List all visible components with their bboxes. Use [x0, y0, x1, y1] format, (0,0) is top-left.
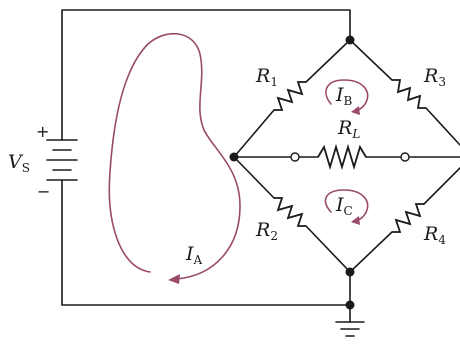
- resistor-r1-symbol: [274, 81, 306, 111]
- bridge-arm-r3: [349, 39, 460, 146]
- loop-c-path: [324, 189, 369, 222]
- node-top: [345, 35, 355, 45]
- bridge-arm-r1: [233, 39, 351, 158]
- resistor-r3-symbol: [392, 79, 426, 109]
- source-minus-sign: −: [37, 182, 50, 201]
- bottom-wire: [61, 179, 351, 306]
- loop-a-path: [108, 32, 241, 280]
- load-resistor: [290, 143, 410, 171]
- ground-icon: [335, 321, 365, 337]
- wires: [61, 9, 460, 323]
- loop-current-a: IA: [108, 32, 241, 284]
- bridge-arm-r2: [233, 156, 351, 273]
- node-ground: [345, 300, 355, 310]
- node-left: [229, 152, 239, 162]
- loop-current-c: IC: [324, 189, 369, 225]
- node-bottom: [345, 267, 355, 277]
- bridge-arm-r4: [349, 167, 460, 273]
- loop-b-arrowhead: [351, 106, 360, 115]
- loop-a-label: IA: [185, 243, 203, 267]
- loop-b-path: [325, 79, 369, 112]
- loop-b-label: IB: [335, 84, 353, 108]
- resistor-rl-symbol: [317, 143, 367, 171]
- r2-label: R2: [255, 219, 278, 243]
- source-plus-sign: +: [36, 122, 49, 141]
- source-label: VS: [8, 151, 30, 175]
- resistor-r2-symbol: [274, 197, 306, 227]
- r3-label: R3: [423, 65, 446, 89]
- loop-a-arrowhead: [168, 274, 180, 284]
- r4-label: R4: [423, 223, 446, 247]
- loop-c-arrowhead: [351, 216, 360, 225]
- rl-label: RL: [337, 117, 360, 141]
- r1-label: R1: [255, 65, 278, 89]
- nodes: [229, 35, 355, 310]
- rl-terminal-right: [400, 152, 410, 162]
- top-wire: [61, 9, 351, 141]
- voltage-source: + − VS: [8, 122, 78, 201]
- loop-current-b: IB: [325, 79, 369, 115]
- rl-terminal-left: [290, 152, 300, 162]
- loop-c-label: IC: [335, 194, 353, 218]
- resistor-r4-symbol: [392, 203, 424, 233]
